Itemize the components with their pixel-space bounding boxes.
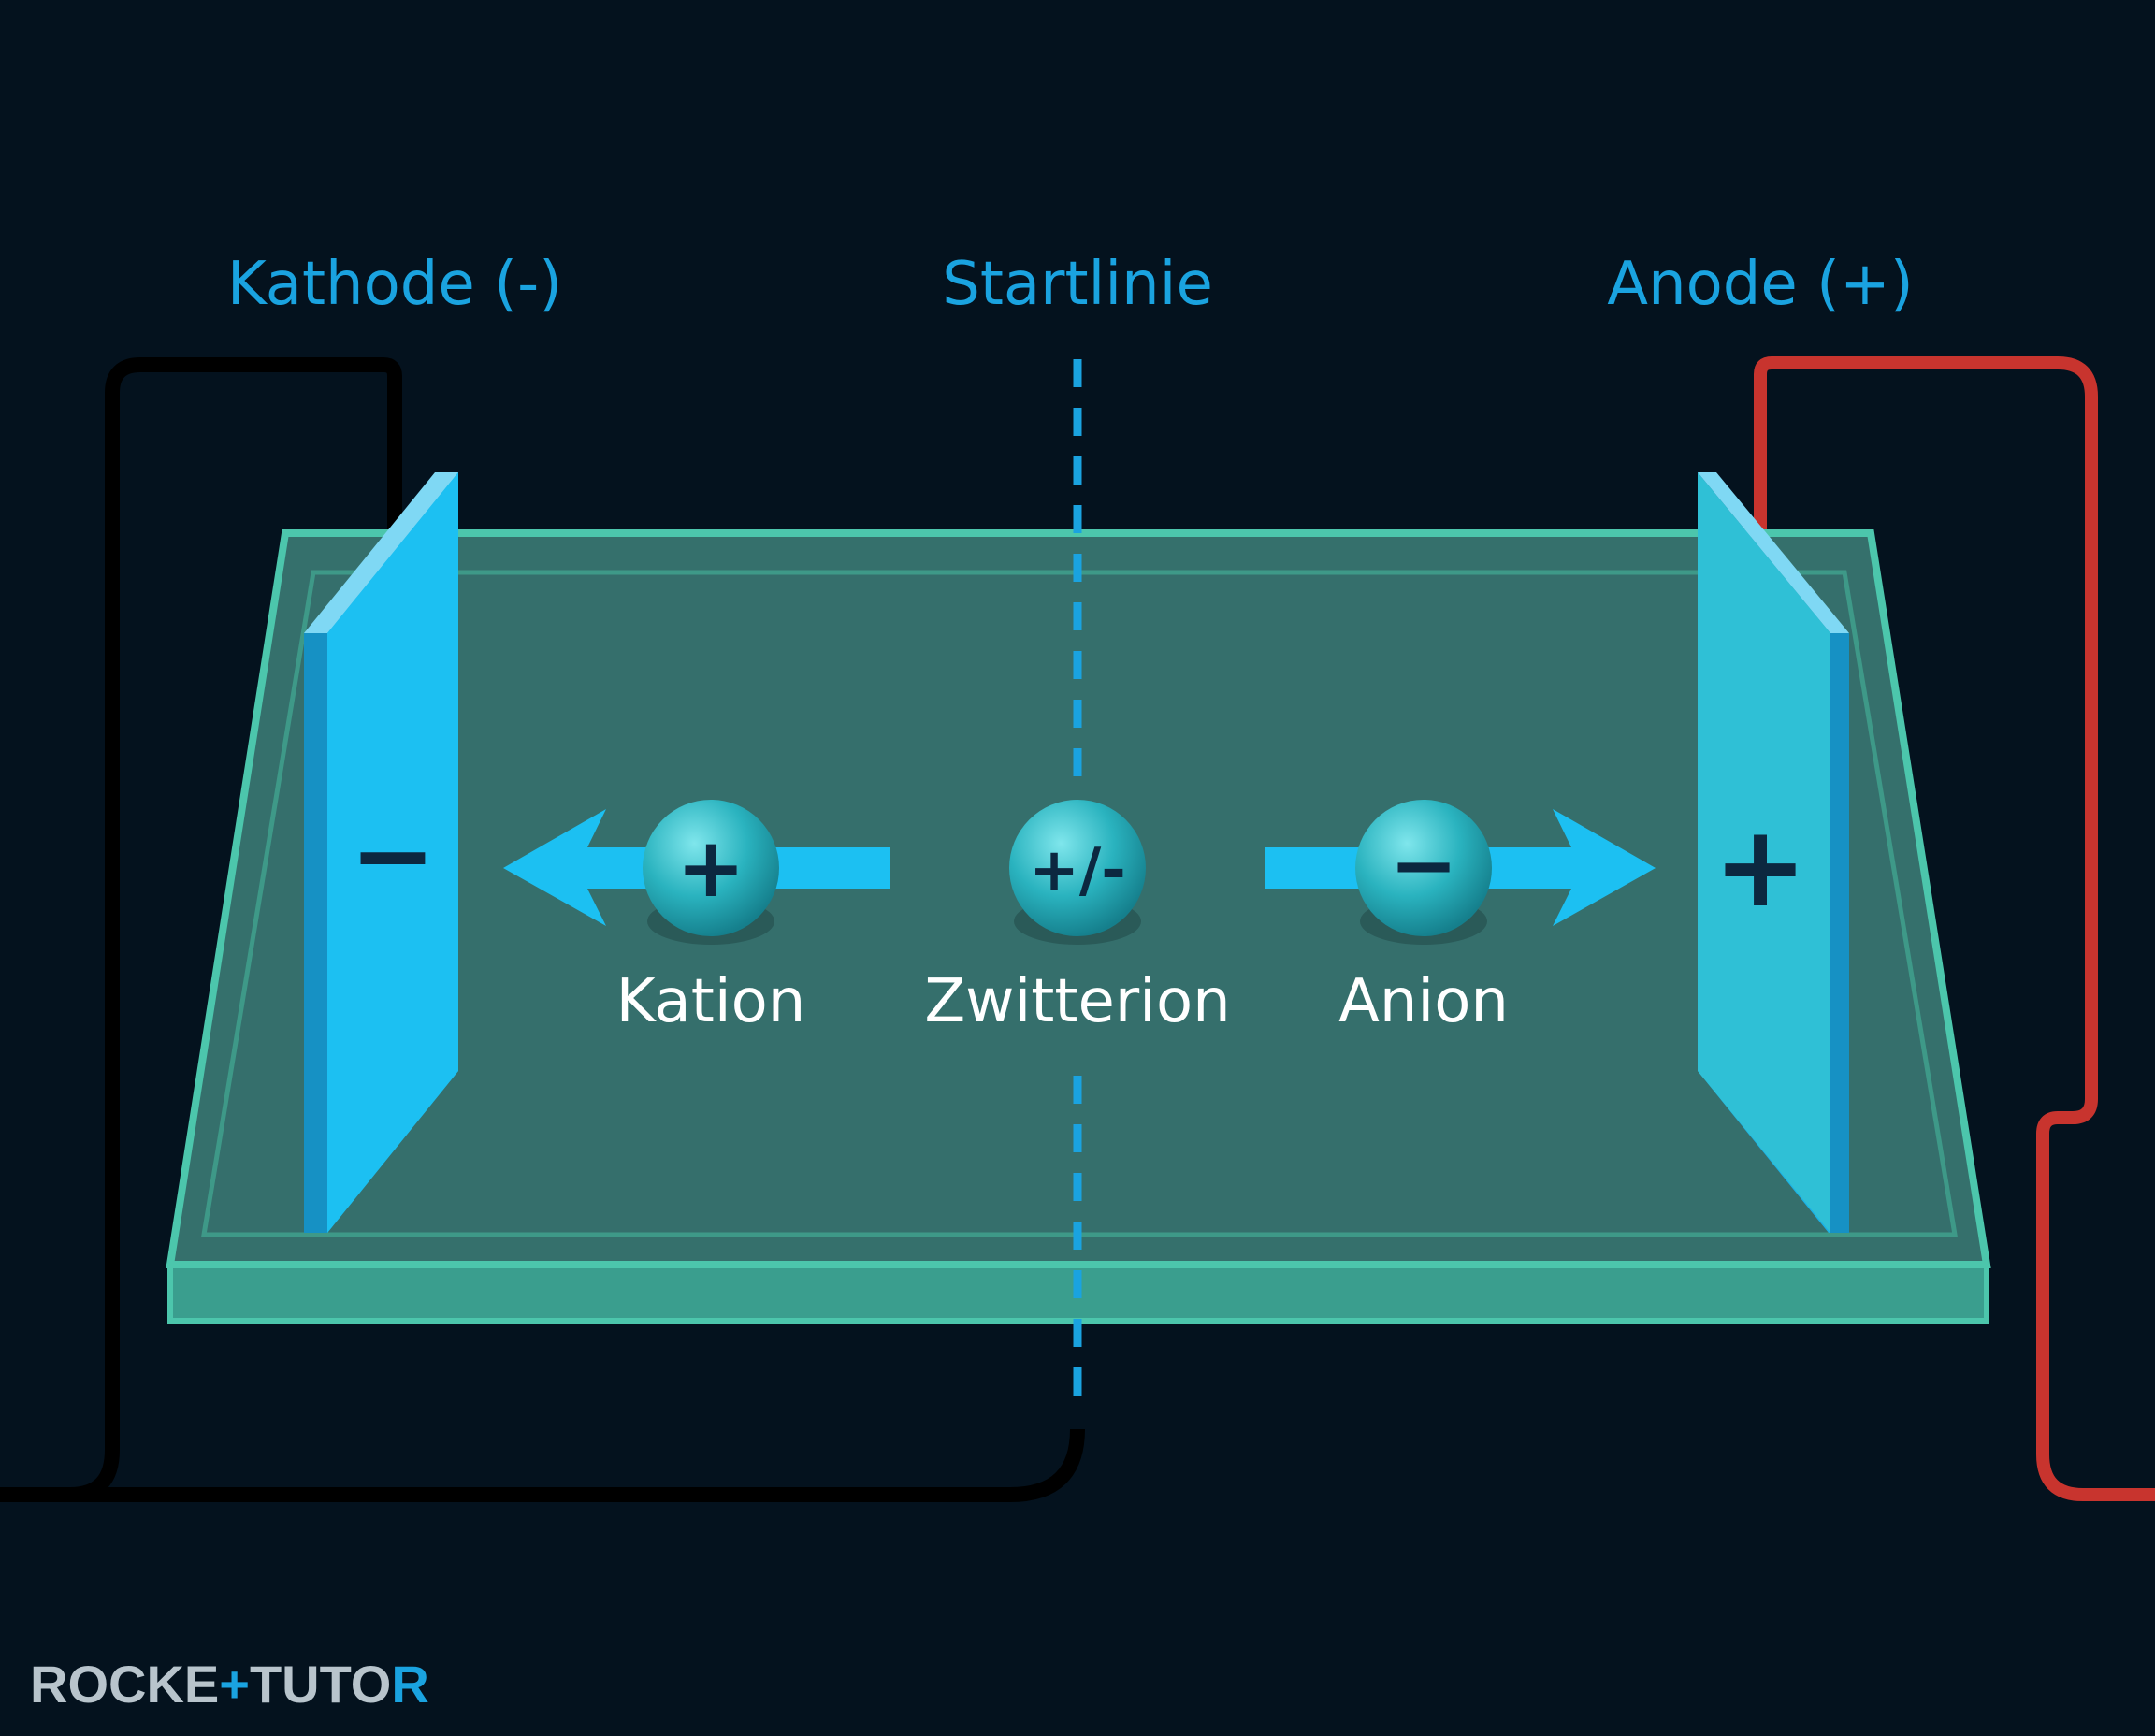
- zwitterion-symbol: +/-: [1029, 836, 1126, 905]
- cathode-sign: −: [350, 795, 436, 915]
- cation-label: Kation: [616, 967, 806, 1036]
- logo-part-2: +: [219, 1655, 250, 1714]
- zwitterion-sphere: [1009, 800, 1146, 936]
- cathode-label: Kathode (-): [227, 250, 562, 319]
- anode-label: Anode (+): [1607, 250, 1913, 319]
- anion-symbol: −: [1389, 817, 1458, 913]
- logo-part-3: TUTO: [250, 1655, 391, 1714]
- logo-part-1: ROCKE: [30, 1655, 219, 1714]
- cathode-electrode: [304, 472, 458, 1233]
- logo-part-4: R: [391, 1655, 428, 1714]
- anode-wire: [1754, 356, 2155, 1501]
- cathode-return-wire: [0, 1428, 1085, 1502]
- startline-label: Startlinie: [942, 250, 1213, 319]
- cation-sphere: [643, 800, 779, 936]
- anode-sign: +: [1714, 803, 1808, 933]
- zwitterion-label: Zwitterion: [924, 967, 1230, 1036]
- cation-symbol: +: [676, 819, 745, 916]
- anode-electrode: [1698, 472, 1849, 1233]
- anion-label: Anion: [1338, 967, 1509, 1036]
- logo: ROCKE+TUTOR: [30, 1655, 429, 1714]
- anion-sphere: [1355, 800, 1492, 936]
